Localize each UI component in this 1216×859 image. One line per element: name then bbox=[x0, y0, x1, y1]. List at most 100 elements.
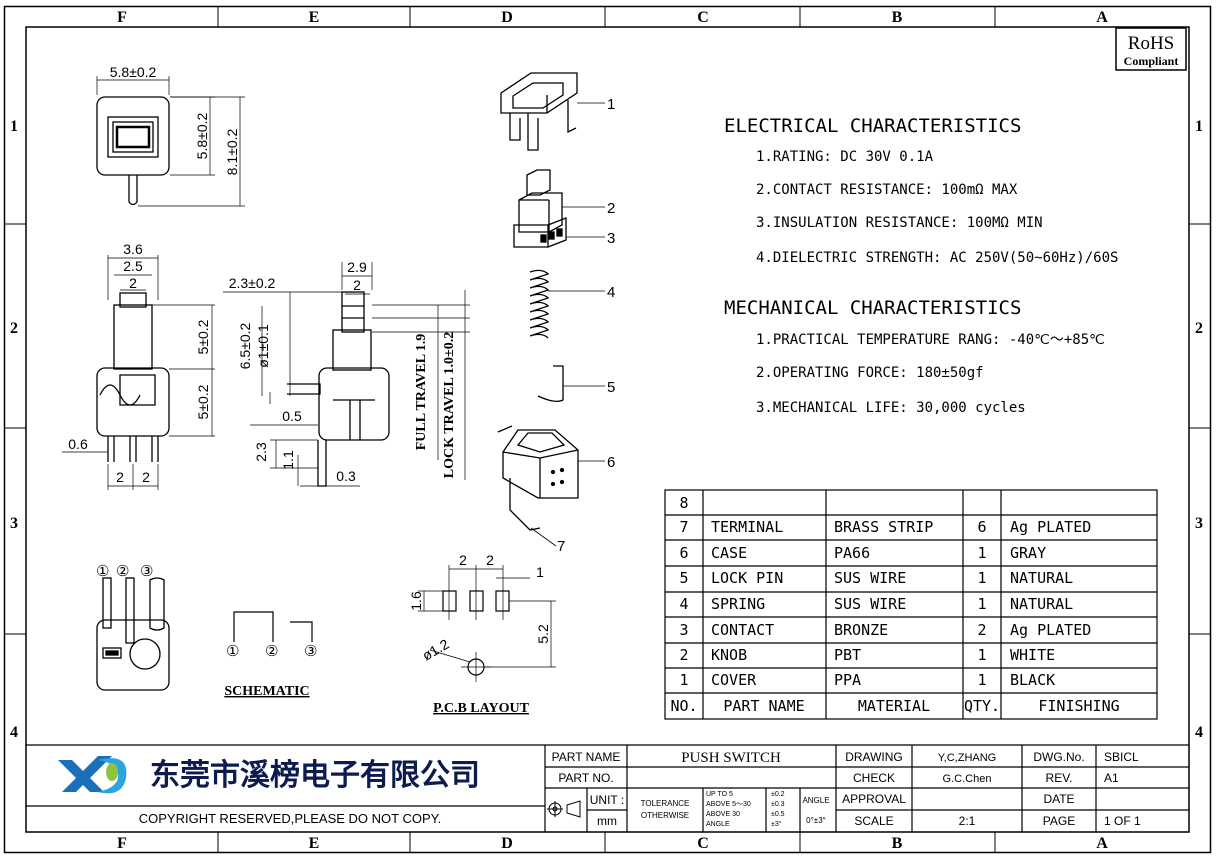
electrical-item: 3.INSULATION RESISTANCE: 100MΩ MIN bbox=[756, 215, 1043, 231]
bom-material-cell: BRONZE bbox=[834, 621, 888, 639]
bom-finishing-cell: BLACK bbox=[1010, 671, 1055, 689]
rohs-subtitle: Compliant bbox=[1124, 54, 1179, 68]
bom-qty-cell: 1 bbox=[977, 646, 986, 664]
bom-no-cell: 5 bbox=[679, 569, 688, 587]
dim-text: 2 bbox=[129, 275, 137, 291]
col-label-bottom: B bbox=[892, 835, 903, 852]
mechanical-characteristics: MECHANICAL CHARACTERISTICS 1.PRACTICAL T… bbox=[724, 297, 1105, 416]
page-label: PAGE bbox=[1043, 814, 1075, 828]
scale-value: 2:1 bbox=[959, 814, 976, 828]
bom-qty-cell: 2 bbox=[977, 621, 986, 639]
part-callout: 2 bbox=[607, 200, 615, 217]
captions: SCHEMATIC P.C.B LAYOUT bbox=[224, 684, 529, 716]
tolerance-label: TOLERANCE bbox=[641, 799, 690, 808]
full-travel-label: FULL TRAVEL 1.9 bbox=[414, 334, 429, 451]
schematic-pin: ① bbox=[226, 643, 239, 660]
row-label-left: 1 bbox=[10, 118, 18, 135]
bom-material-cell: BRASS STRIP bbox=[834, 518, 933, 536]
bom-qty-header: QTY. bbox=[964, 697, 1000, 715]
rev-label: REV. bbox=[1046, 771, 1073, 785]
bom-no-header: NO. bbox=[670, 697, 697, 715]
dim-text: 5.8±0.2 bbox=[194, 112, 210, 159]
bom-finishing-cell: Ag PLATED bbox=[1010, 621, 1091, 639]
side-view-dims: 2.3±0.2 2.9 2 6.5±0.2 ø1±0.1 0.5 2.3 1.1… bbox=[229, 259, 367, 484]
dim-text: 2 bbox=[459, 552, 467, 568]
col-label-top: D bbox=[501, 9, 513, 26]
bom-qty-cell: 6 bbox=[977, 518, 986, 536]
part-callout: 4 bbox=[607, 284, 615, 301]
pcb-layout bbox=[418, 565, 556, 682]
rohs-badge: RoHS Compliant bbox=[1115, 27, 1187, 71]
tol-range: ABOVE 30 bbox=[706, 811, 740, 818]
bom-qty-cell: 1 bbox=[977, 671, 986, 689]
date-label: DATE bbox=[1043, 792, 1074, 806]
bottom-view bbox=[96, 577, 170, 691]
schematic-pins: ① ② ③ bbox=[226, 643, 317, 660]
bom-qty-cell: 1 bbox=[977, 595, 986, 613]
lock-travel-label: LOCK TRAVEL 1.0±0.2 bbox=[442, 332, 457, 478]
dim-text: ø1±0.1 bbox=[255, 324, 271, 368]
part-callouts: 1 2 3 4 5 6 7 bbox=[557, 96, 615, 555]
bom-part-name-cell: LOCK PIN bbox=[711, 569, 783, 587]
dim-text: 8.1±0.2 bbox=[224, 128, 240, 175]
electrical-item: 4.DIELECTRIC STRENGTH: AC 250V(50~60Hz)/… bbox=[756, 250, 1118, 266]
schematic bbox=[233, 611, 313, 642]
bom-material-header: MATERIAL bbox=[858, 697, 930, 715]
dim-text: 5±0.2 bbox=[195, 319, 211, 354]
schematic-caption: SCHEMATIC bbox=[224, 684, 309, 699]
unit-label: UNIT : bbox=[590, 793, 624, 807]
tol-value: ±0.2 bbox=[771, 791, 785, 798]
col-label-bottom: F bbox=[117, 835, 127, 852]
approval-label: APPROVAL bbox=[842, 792, 906, 806]
drawing-label: DRAWING bbox=[845, 750, 903, 764]
bom-part-name-cell: CASE bbox=[711, 544, 747, 562]
dim-text: 2.3 bbox=[253, 442, 269, 462]
part-callout: 7 bbox=[557, 538, 565, 555]
part-callout: 5 bbox=[607, 379, 615, 396]
bom-part-name-cell: TERMINAL bbox=[711, 518, 783, 536]
title-block: 东莞市溪榜电子有限公司 COPYRIGHT RESERVED,PLEASE DO… bbox=[26, 744, 1189, 832]
dim-text: 6.5±0.2 bbox=[237, 322, 253, 369]
electrical-title: ELECTRICAL CHARACTERISTICS bbox=[724, 115, 1021, 137]
dim-text: ø1.2 bbox=[419, 636, 451, 664]
bom-no-cell: 7 bbox=[679, 518, 688, 536]
part-callout: 3 bbox=[607, 230, 615, 247]
unit-value: mm bbox=[597, 814, 617, 828]
mechanical-item: 1.PRACTICAL TEMPERATURE RANG: -40℃～+85℃ bbox=[756, 332, 1105, 348]
company-name: 东莞市溪榜电子有限公司 bbox=[150, 758, 480, 793]
bom-no-cell: 8 bbox=[679, 494, 688, 512]
dim-text: 0.6 bbox=[68, 436, 88, 452]
front-view-dims: 3.6 2.5 2 5±0.2 5±0.2 0.6 2 2 bbox=[68, 241, 211, 485]
bom-finishing-cell: GRAY bbox=[1010, 544, 1046, 562]
dim-text: 1.1 bbox=[280, 450, 296, 470]
bom-part-name-cell: SPRING bbox=[711, 595, 765, 613]
col-label-bottom: A bbox=[1096, 835, 1108, 852]
dim-text: 1 bbox=[536, 564, 544, 580]
dim-text: 1.6 bbox=[408, 591, 424, 611]
side-view bbox=[223, 262, 470, 487]
dwg-no-value: SBICL bbox=[1104, 750, 1139, 764]
bom-finishing-header: FINISHING bbox=[1038, 697, 1119, 715]
dim-text: 2 bbox=[116, 469, 124, 485]
part-name-label: PART NAME bbox=[552, 750, 621, 764]
dwg-no-label: DWG.No. bbox=[1033, 750, 1084, 764]
bom-material-cell: SUS WIRE bbox=[834, 595, 906, 613]
part-callout: 6 bbox=[607, 454, 615, 471]
row-label-right: 3 bbox=[1195, 515, 1203, 532]
dim-text: 2.5 bbox=[123, 258, 143, 274]
bom-part-name-cell: COVER bbox=[711, 671, 757, 689]
front-view bbox=[62, 255, 215, 490]
title-block-fields: PART NAME PUSH SWITCH PART NO. UNIT : mm… bbox=[552, 750, 1141, 828]
col-label-top: C bbox=[697, 9, 709, 26]
dim-text: 2 bbox=[486, 552, 494, 568]
col-label-top: B bbox=[892, 9, 903, 26]
pin-markers: ① ② ③ bbox=[96, 563, 153, 580]
rohs-title: RoHS bbox=[1128, 33, 1174, 54]
pcb-caption: P.C.B LAYOUT bbox=[433, 701, 529, 716]
tol-range: ABOVE 5～30 bbox=[706, 801, 751, 808]
electrical-characteristics: ELECTRICAL CHARACTERISTICS 1.RATING: DC … bbox=[724, 115, 1118, 266]
dim-text: 5.2 bbox=[535, 624, 551, 644]
frame-labels: F E D C B A F E D C B A 1 2 3 4 1 2 3 4 bbox=[10, 9, 1203, 852]
frame bbox=[3, 5, 1212, 854]
